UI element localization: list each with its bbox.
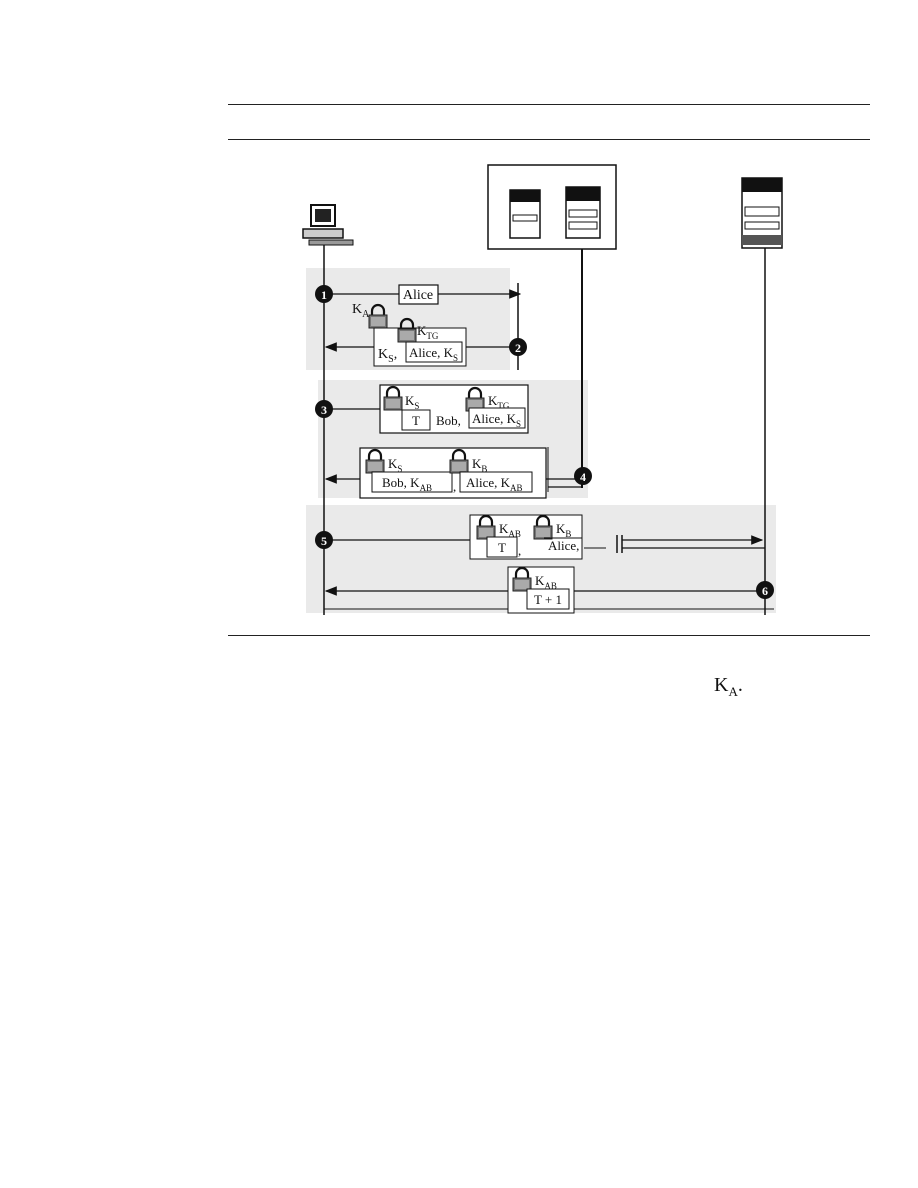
svg-text:T: T: [412, 413, 420, 428]
svg-text:Bob,: Bob,: [436, 413, 461, 428]
msg5-t-box: [486, 536, 518, 558]
svg-text:Bob, KAB: Bob, KAB: [382, 475, 432, 493]
msg4-box1: [371, 471, 453, 493]
svg-text:KAB: KAB: [499, 521, 521, 539]
svg-text:KTG: KTG: [417, 323, 439, 341]
svg-text:KS,: KS,: [378, 347, 397, 365]
step-3-badge: [315, 400, 333, 418]
svg-text:KAB: KAB: [535, 573, 557, 591]
svg-text:6: 6: [762, 584, 768, 598]
step-5-badge: [315, 531, 333, 549]
svg-text:KTG: KTG: [488, 393, 510, 411]
svg-text:Alice, KAB: Alice, KAB: [466, 475, 523, 493]
msg2-ticket-box: [405, 341, 463, 363]
svg-text:5: 5: [321, 534, 327, 548]
svg-text:T + 1: T + 1: [534, 592, 562, 607]
top-rule-2: [228, 139, 870, 140]
kdc-server-icon: [487, 164, 617, 250]
svg-text:Alice, KS: Alice, KS: [409, 345, 458, 363]
svg-text:,: ,: [518, 543, 521, 558]
svg-text:T: T: [498, 540, 506, 555]
svg-text:3: 3: [321, 403, 327, 417]
svg-text:KS: KS: [405, 393, 419, 411]
msg1-text: Alice: [403, 288, 433, 303]
top-rule-1: [228, 104, 870, 105]
svg-text:Alice,: Alice,: [548, 538, 579, 553]
msg6-t1-box: [526, 588, 570, 610]
bottom-rule: [228, 635, 870, 636]
step-4-badge: [574, 467, 592, 485]
step-1-badge: [315, 285, 333, 303]
caption-key-ka: KA.: [714, 674, 743, 699]
svg-text:,: ,: [453, 479, 456, 494]
step-6-badge: [756, 581, 774, 599]
svg-text:KB: KB: [472, 456, 487, 474]
svg-text:Alice, KS: Alice, KS: [472, 411, 521, 429]
msg4-box2: [459, 471, 533, 493]
svg-text:KA: KA: [352, 302, 370, 320]
msg3-ticket-box: [468, 407, 526, 429]
svg-text:2: 2: [515, 341, 521, 355]
svg-text:1: 1: [321, 288, 327, 302]
msg1-box: [398, 284, 439, 305]
svg-text:KB: KB: [556, 521, 571, 539]
svg-text:KS: KS: [388, 456, 402, 474]
msg3-t-box: [401, 409, 431, 431]
bob-server-icon: [741, 177, 783, 249]
step-2-badge: [509, 338, 527, 356]
svg-text:4: 4: [580, 470, 586, 484]
workstation-icon: [302, 204, 354, 246]
